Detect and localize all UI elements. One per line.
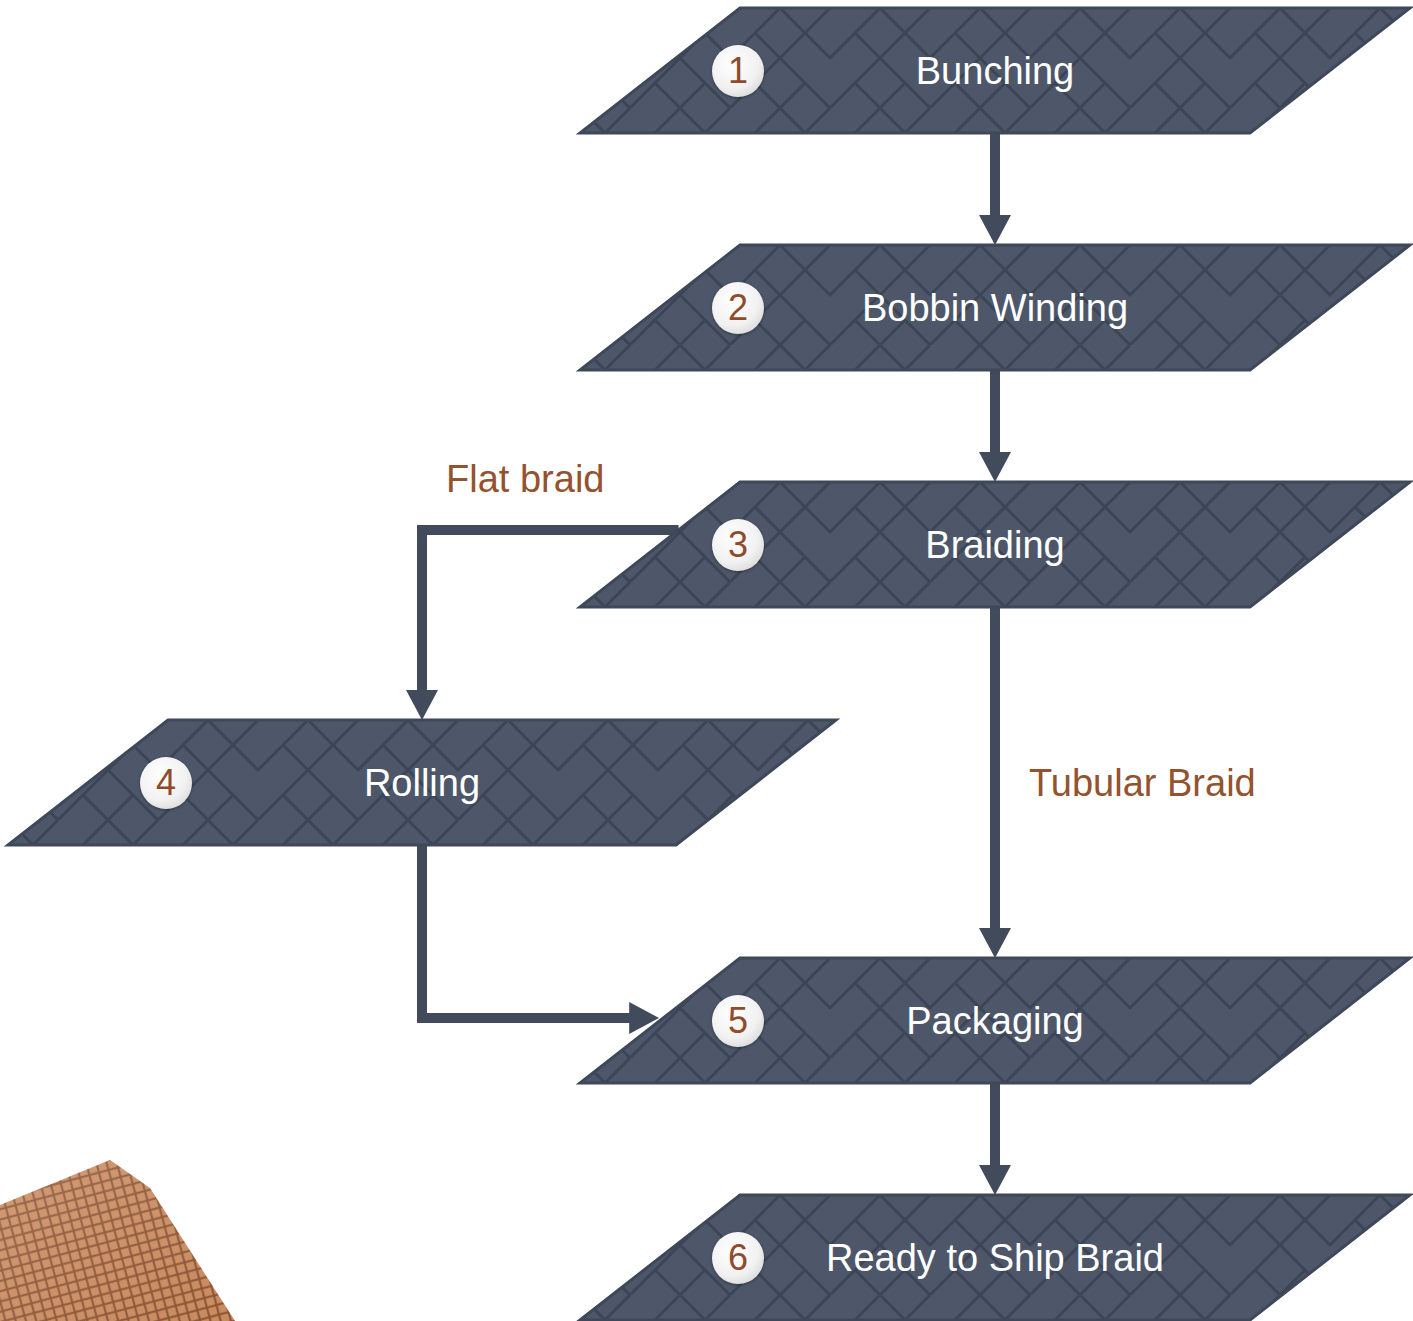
flow-arrow	[422, 530, 679, 691]
process-parallelogram: 5 Packaging	[580, 958, 1410, 1083]
step-number: 6	[712, 1232, 764, 1284]
step-label: Bunching	[916, 48, 1074, 94]
flow-arrow	[422, 845, 630, 1018]
copper-braid	[0, 1160, 235, 1321]
step-label: Rolling	[364, 760, 480, 806]
step-number: 1	[712, 45, 764, 97]
process-parallelogram: 3 Braiding	[580, 482, 1410, 607]
step-number: 5	[712, 995, 764, 1047]
branch-label: Tubular Braid	[1025, 760, 1260, 806]
branch-label: Flat braid	[442, 456, 608, 502]
flow-arrow	[990, 133, 1000, 216]
flow-arrow	[990, 370, 1000, 453]
process-parallelogram: 1 Bunching	[580, 8, 1410, 133]
parallelogram-shape	[580, 245, 1410, 370]
parallelogram-shape	[580, 8, 1410, 133]
braid-sheen	[0, 1160, 235, 1321]
step-number: 2	[712, 282, 764, 334]
flow-arrow	[990, 607, 1000, 929]
step-label: Packaging	[906, 998, 1083, 1044]
parallelogram-shape	[580, 958, 1410, 1083]
flow-arrow	[990, 1083, 1000, 1166]
step-label: Bobbin Winding	[862, 285, 1128, 331]
parallelogram-shape	[580, 482, 1410, 607]
parallelogram-shape	[8, 720, 836, 845]
process-parallelogram: 6 Ready to Ship Braid	[580, 1195, 1410, 1320]
process-parallelogram: 4 Rolling	[8, 720, 836, 845]
parallelogram-shape	[580, 1195, 1410, 1320]
step-label: Braiding	[925, 522, 1064, 568]
step-number: 4	[140, 757, 192, 809]
process-parallelogram: 2 Bobbin Winding	[580, 245, 1410, 370]
step-label: Ready to Ship Braid	[826, 1235, 1164, 1281]
step-number: 3	[712, 519, 764, 571]
